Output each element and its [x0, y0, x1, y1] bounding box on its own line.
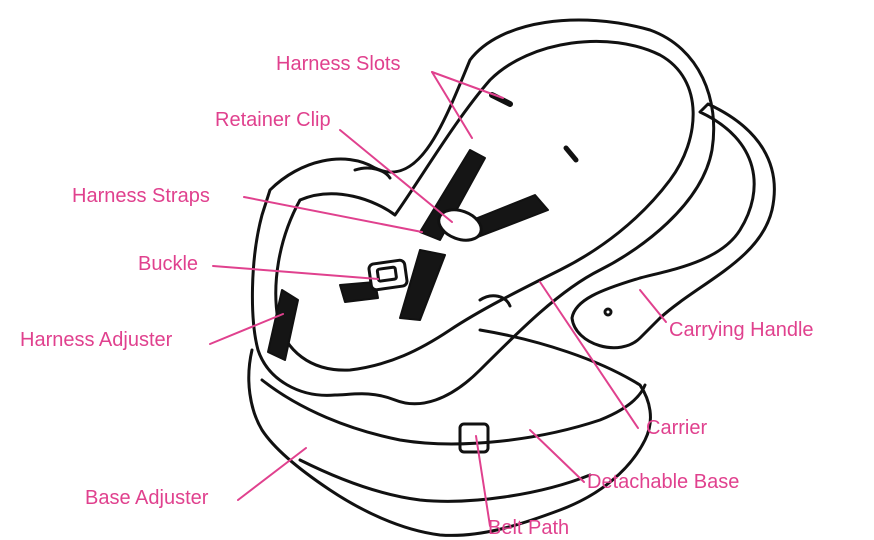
label-harness-straps: Harness Straps	[72, 184, 210, 208]
leader-carrying-handle	[640, 290, 666, 322]
side-grip-left	[355, 168, 390, 178]
base-lower	[300, 460, 590, 501]
leader-base-adjuster	[238, 448, 306, 500]
leader-retainer-clip	[340, 130, 452, 222]
label-carrying-handle: Carrying Handle	[669, 318, 814, 342]
label-detachable-base: Detachable Base	[587, 470, 739, 494]
label-belt-path: Belt Path	[488, 516, 569, 540]
label-buckle: Buckle	[138, 252, 198, 276]
leader-buckle	[213, 266, 378, 279]
label-retainer-clip: Retainer Clip	[215, 108, 331, 132]
base-rim	[262, 380, 645, 444]
carrying-handle-shape	[572, 104, 774, 348]
label-harness-adjuster: Harness Adjuster	[20, 328, 172, 352]
side-slot	[566, 148, 576, 160]
handle-pivot	[605, 309, 611, 315]
label-base-adjuster: Base Adjuster	[85, 486, 208, 510]
leader-carrier	[540, 282, 638, 428]
label-harness-slots: Harness Slots	[276, 52, 401, 76]
leader-detachable-base	[530, 430, 584, 482]
label-carrier: Carrier	[646, 416, 707, 440]
buckle-slot	[377, 267, 396, 281]
belt-path-slot	[460, 424, 488, 452]
